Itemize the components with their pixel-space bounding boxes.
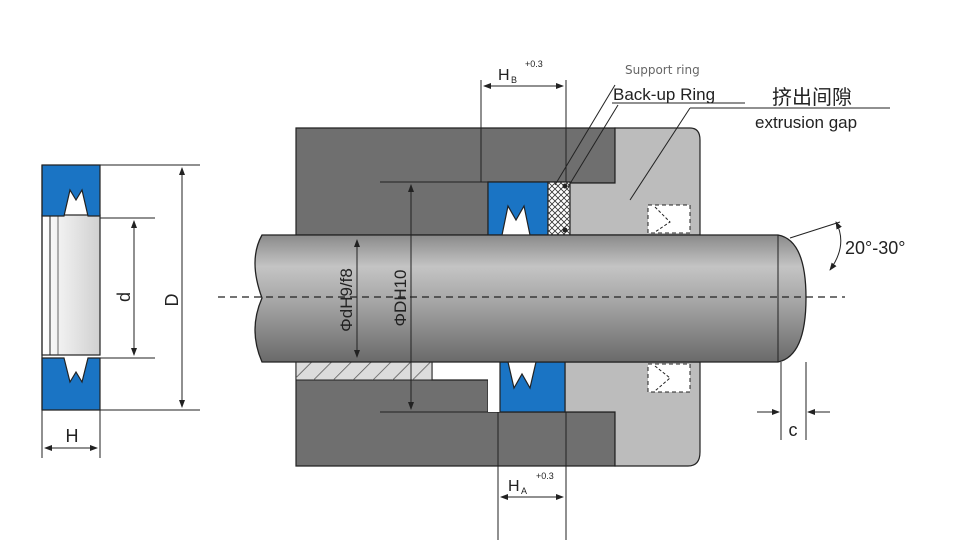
seal-groove-bottom bbox=[499, 361, 566, 413]
chamfer-angle: 20°-30° bbox=[789, 221, 905, 271]
label-dh9: ΦdH9/f8 bbox=[337, 268, 356, 332]
piston-rod bbox=[254, 234, 807, 363]
label-hb-tol: +0.3 bbox=[525, 59, 543, 69]
label-extrusion-gap-en: extrusion gap bbox=[755, 113, 857, 132]
label-ha-tol: +0.3 bbox=[536, 471, 554, 481]
dimension-d: d bbox=[100, 217, 155, 359]
label-ha-sub: A bbox=[521, 486, 527, 496]
gland-screw-bottom bbox=[647, 363, 691, 393]
label-hb-sub: B bbox=[511, 75, 517, 85]
label-extrusion-gap-cn: 挤出间隙 bbox=[772, 86, 852, 109]
label-d: d bbox=[114, 292, 134, 302]
label-support-ring: Support ring bbox=[625, 63, 700, 77]
dimension-HA: H A +0.3 bbox=[497, 412, 567, 540]
gland-screw-top bbox=[647, 204, 691, 234]
label-D: D bbox=[162, 294, 182, 307]
label-angle: 20°-30° bbox=[845, 238, 905, 258]
label-dh10: ΦDH10 bbox=[391, 269, 410, 326]
dimension-H: H bbox=[41, 410, 101, 458]
label-ha: H bbox=[508, 478, 520, 495]
label-H: H bbox=[66, 426, 79, 446]
dimension-HB: H B +0.3 bbox=[480, 59, 567, 182]
seal-side-view bbox=[41, 164, 101, 411]
label-backup-ring: Back-up Ring bbox=[613, 85, 715, 104]
label-c: c bbox=[789, 420, 798, 440]
dimension-c: c bbox=[757, 362, 830, 440]
label-hb: H bbox=[498, 67, 510, 84]
seal-top-section bbox=[41, 164, 101, 217]
dimension-D: D bbox=[100, 164, 200, 411]
seal-bottom-section bbox=[41, 357, 101, 411]
